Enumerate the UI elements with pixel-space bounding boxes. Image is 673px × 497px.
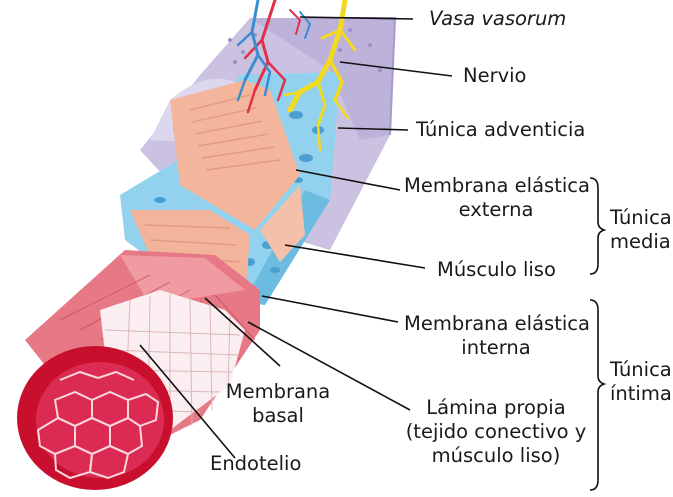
label-lamina-propia-line3: músculo liso) bbox=[400, 444, 592, 468]
label-membrana-elastica-interna-line1: Membrana elástica bbox=[404, 312, 588, 336]
label-tunica-media-line1: Túnica bbox=[610, 206, 672, 230]
label-membrana-elastica-externa-line2: externa bbox=[404, 198, 588, 222]
label-lamina-propia-line1: Lámina propia bbox=[400, 396, 592, 420]
label-lamina-propia: Lámina propia (tejido conectivo y múscul… bbox=[400, 396, 592, 468]
label-tunica-intima: Túnica íntima bbox=[610, 358, 672, 406]
label-membrana-elastica-externa: Membrana elástica externa bbox=[404, 174, 588, 222]
label-tunica-intima-line2: íntima bbox=[610, 382, 672, 406]
label-tunica-media-line2: media bbox=[610, 230, 672, 254]
label-membrana-basal: Membrana basal bbox=[222, 380, 334, 428]
label-membrana-elastica-interna: Membrana elástica interna bbox=[404, 312, 588, 360]
label-membrana-elastica-externa-line1: Membrana elástica bbox=[404, 174, 588, 198]
leader-membrana-elastica-interna bbox=[262, 296, 398, 322]
label-tunica-media: Túnica media bbox=[610, 206, 672, 254]
bracket-tunica-intima bbox=[590, 300, 604, 490]
label-membrana-basal-line1: Membrana bbox=[222, 380, 334, 404]
label-tunica-adventicia: Túnica adventicia bbox=[416, 118, 585, 142]
label-membrana-basal-line2: basal bbox=[222, 404, 334, 428]
label-tunica-intima-line1: Túnica bbox=[610, 358, 672, 382]
label-membrana-elastica-interna-line2: interna bbox=[404, 336, 588, 360]
label-nervio: Nervio bbox=[463, 64, 527, 88]
label-lamina-propia-line2: (tejido conectivo y bbox=[400, 420, 592, 444]
lumen bbox=[17, 346, 173, 490]
bracket-tunica-media bbox=[590, 178, 604, 274]
label-musculo-liso: Músculo liso bbox=[437, 258, 556, 282]
label-vasa-vasorum: Vasa vasorum bbox=[429, 7, 566, 31]
label-endotelio: Endotelio bbox=[210, 452, 301, 476]
leader-musculo-liso bbox=[285, 245, 425, 268]
